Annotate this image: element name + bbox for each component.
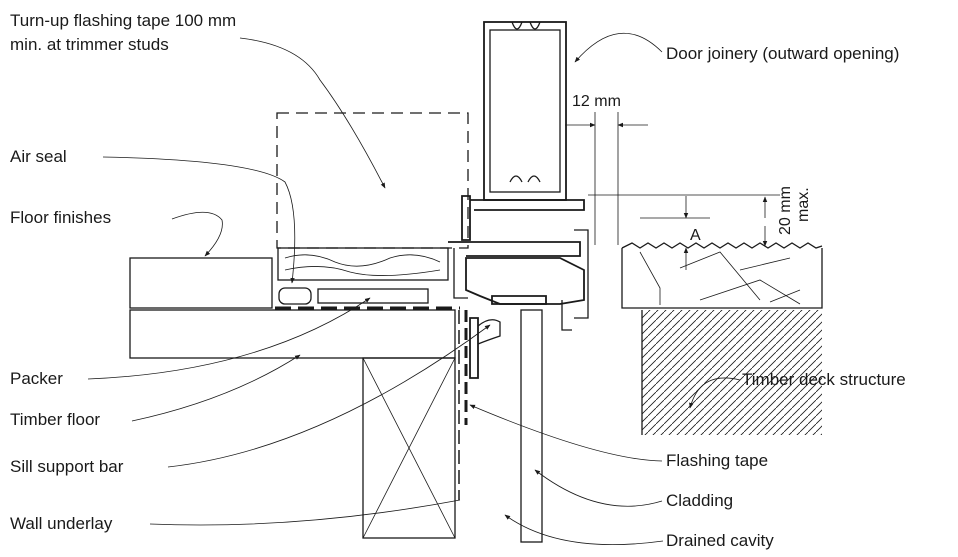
timber-grain xyxy=(284,254,441,276)
packer-block xyxy=(317,288,429,304)
deck-structure xyxy=(642,310,822,435)
label-flashing-tape: Flashing tape xyxy=(666,451,768,470)
dimension-a-label: A xyxy=(690,227,701,244)
wall-framing xyxy=(362,357,456,539)
sill-drip-fillet xyxy=(491,295,547,305)
dimension-20mm-label: 20 mm xyxy=(777,186,794,235)
label-turn-up-flashing-line1: Turn-up flashing tape 100 mm xyxy=(10,11,236,30)
dimension-20mm-max: 20 mm max. xyxy=(588,186,812,247)
dimension-max-label: max. xyxy=(795,187,812,222)
floor-finishes-block xyxy=(129,257,273,309)
label-air-seal: Air seal xyxy=(10,147,67,166)
label-door-joinery: Door joinery (outward opening) xyxy=(666,44,899,63)
deck-board xyxy=(621,248,823,309)
timber-floor-slab xyxy=(129,309,456,359)
label-turn-up-flashing-line2: min. at trimmer studs xyxy=(10,35,169,54)
dimension-12mm: 12 mm xyxy=(565,93,648,245)
label-drained-cavity: Drained cavity xyxy=(666,531,774,550)
air-seal-block xyxy=(278,287,312,305)
turn-up-flashing-outline xyxy=(276,112,469,249)
timber-threshold xyxy=(277,247,449,281)
label-packer: Packer xyxy=(10,369,63,388)
door-joinery-profile xyxy=(448,21,589,331)
label-timber-deck-structure: Timber deck structure xyxy=(742,370,906,389)
label-wall-underlay: Wall underlay xyxy=(10,514,113,533)
deck-surface xyxy=(621,242,823,249)
sill-support-bar xyxy=(469,317,479,379)
deck-grain xyxy=(639,251,801,305)
label-cladding: Cladding xyxy=(666,491,733,510)
label-timber-floor: Timber floor xyxy=(10,410,100,429)
dimension-a: A xyxy=(640,196,710,270)
sill-support-arm xyxy=(477,319,501,345)
leader-lines xyxy=(87,32,741,545)
label-floor-finishes: Floor finishes xyxy=(10,208,111,227)
cladding-board xyxy=(520,309,543,543)
wall-framing-cross xyxy=(362,357,456,539)
dimension-12mm-label: 12 mm xyxy=(572,93,621,110)
label-sill-support-bar: Sill support bar xyxy=(10,457,124,476)
